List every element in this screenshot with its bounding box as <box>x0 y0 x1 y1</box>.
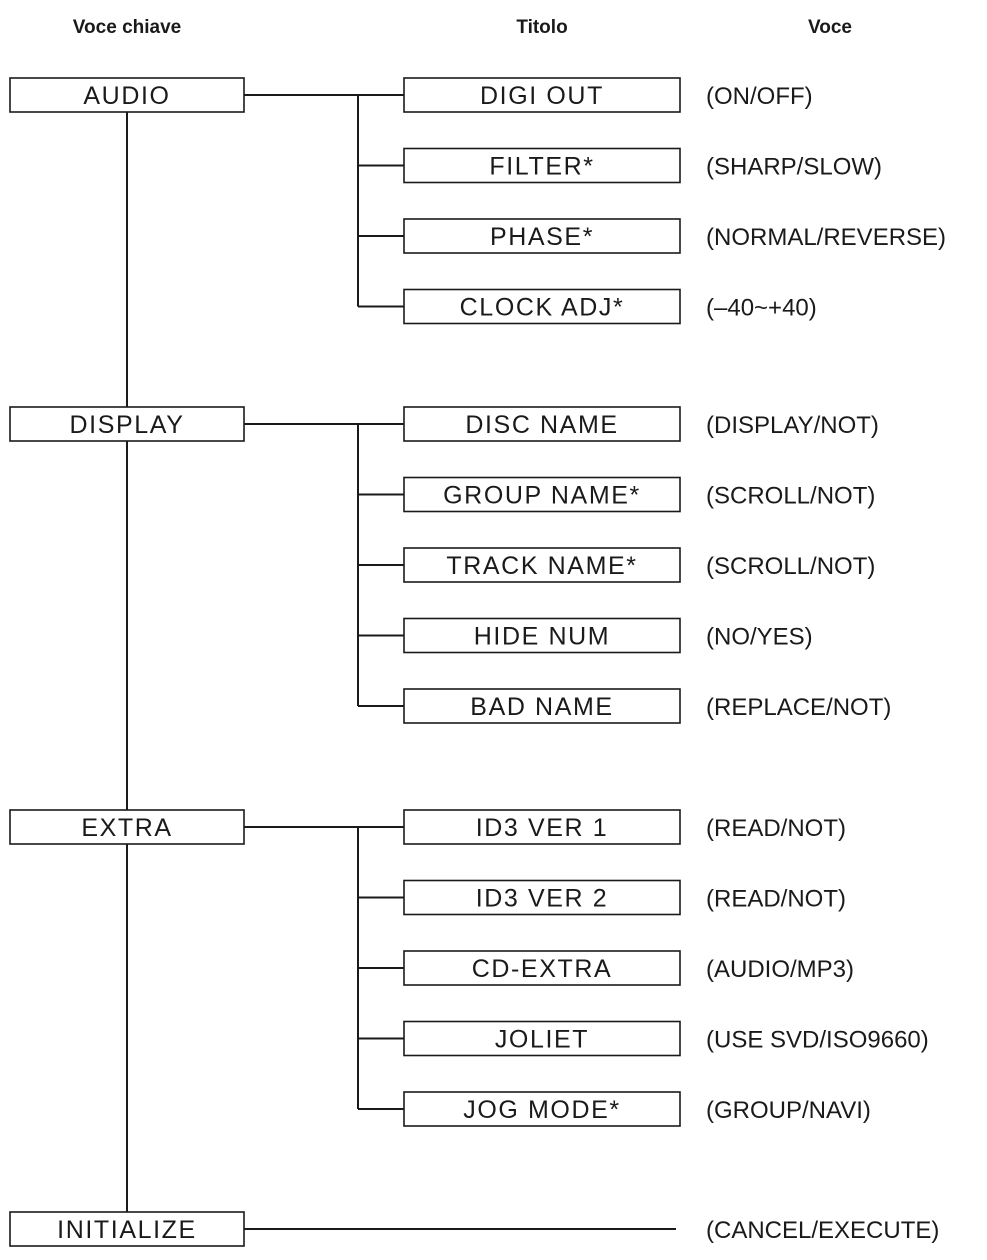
title-box-0-3-label: CLOCK ADJ* <box>460 294 625 322</box>
item-value-1-1: (SCROLL/NOT) <box>706 483 875 510</box>
title-box-1-3: HIDE NUM <box>403 617 681 654</box>
item-value-2-4: (GROUP/NAVI) <box>706 1097 871 1124</box>
key-item-0-label: AUDIO <box>83 82 170 110</box>
title-box-1-1: GROUP NAME* <box>403 476 681 513</box>
key-item-1-label: DISPLAY <box>70 411 185 439</box>
title-box-1-4-frame <box>403 688 681 724</box>
item-value-3: (CANCEL/EXECUTE) <box>706 1217 939 1244</box>
title-box-2-4-frame <box>403 1091 681 1127</box>
title-box-2-2-label: CD-EXTRA <box>472 955 613 983</box>
title-box-2-1: ID3 VER 2 <box>403 879 681 916</box>
title-box-1-4: BAD NAME <box>403 688 681 724</box>
title-box-1-2: TRACK NAME* <box>403 547 681 583</box>
title-box-0-1: FILTER* <box>403 147 681 184</box>
title-box-0-1-label: FILTER* <box>489 153 594 181</box>
title-box-0-0-label: DIGI OUT <box>480 82 604 110</box>
key-item-0: AUDIO <box>9 77 245 113</box>
title-box-2-1-label: ID3 VER 2 <box>476 885 609 913</box>
key-item-3-label: INITIALIZE <box>57 1216 197 1244</box>
title-box-1-4-label: BAD NAME <box>470 693 613 721</box>
header-title: Titolo <box>516 17 567 38</box>
title-box-1-1-frame <box>403 476 681 513</box>
title-box-2-3: JOLIET <box>403 1020 681 1057</box>
key-item-2-frame <box>9 809 245 845</box>
connector-lines <box>126 94 676 1230</box>
header-key-item: Voce chiave <box>73 17 181 38</box>
item-value-2-0: (READ/NOT) <box>706 815 846 842</box>
key-item-3: INITIALIZE <box>9 1211 245 1247</box>
item-value-1-0: (DISPLAY/NOT) <box>706 412 879 439</box>
key-item-0-frame <box>9 77 245 113</box>
title-box-2-3-frame <box>403 1020 681 1057</box>
key-item-1: DISPLAY <box>9 406 245 442</box>
key-item-2-label: EXTRA <box>81 814 172 842</box>
item-value-0-1: (SHARP/SLOW) <box>706 154 882 181</box>
item-value-0-2: (NORMAL/REVERSE) <box>706 224 946 251</box>
title-box-0-2: PHASE* <box>403 218 681 254</box>
title-box-2-0-frame <box>403 809 681 845</box>
title-box-2-1-frame <box>403 879 681 916</box>
title-box-0-1-frame <box>403 147 681 184</box>
title-box-2-4: JOG MODE* <box>403 1091 681 1127</box>
title-box-1-0-label: DISC NAME <box>465 411 618 439</box>
title-box-1-1-label: GROUP NAME* <box>443 482 641 510</box>
title-box-2-2-frame <box>403 950 681 986</box>
title-box-2-0-label: ID3 VER 1 <box>476 814 609 842</box>
title-box-2-3-label: JOLIET <box>495 1026 589 1054</box>
title-box-0-2-frame <box>403 218 681 254</box>
item-value-2-2: (AUDIO/MP3) <box>706 956 854 983</box>
title-box-0-0: DIGI OUT <box>403 77 681 113</box>
item-value-2-3: (USE SVD/ISO9660) <box>706 1027 929 1054</box>
item-value-2-1: (READ/NOT) <box>706 886 846 913</box>
title-box-2-2: CD-EXTRA <box>403 950 681 986</box>
menu-boxes: AUDIO DIGI OUT (ON/OFF) FILTER* (SHARP/SLOW)… <box>9 77 946 1247</box>
key-item-2: EXTRA <box>9 809 245 845</box>
item-value-0-3: (–40~+40) <box>706 295 817 322</box>
title-box-1-0: DISC NAME <box>403 406 681 442</box>
title-box-0-3: CLOCK ADJ* <box>403 288 681 325</box>
item-value-1-4: (REPLACE/NOT) <box>706 694 891 721</box>
title-box-0-2-label: PHASE* <box>490 223 594 251</box>
title-box-2-0: ID3 VER 1 <box>403 809 681 845</box>
item-value-1-3: (NO/YES) <box>706 624 813 651</box>
title-box-1-0-frame <box>403 406 681 442</box>
title-box-0-0-frame <box>403 77 681 113</box>
title-box-0-3-frame <box>403 288 681 325</box>
key-item-3-frame <box>9 1211 245 1247</box>
title-box-2-4-label: JOG MODE* <box>463 1096 620 1124</box>
key-item-1-frame <box>9 406 245 442</box>
title-box-1-2-frame <box>403 547 681 583</box>
title-box-1-3-frame <box>403 617 681 654</box>
item-value-0-0: (ON/OFF) <box>706 83 813 110</box>
header-item: Voce <box>808 17 852 38</box>
title-box-1-3-label: HIDE NUM <box>474 623 610 651</box>
item-value-1-2: (SCROLL/NOT) <box>706 553 875 580</box>
title-box-1-2-label: TRACK NAME* <box>446 552 637 580</box>
